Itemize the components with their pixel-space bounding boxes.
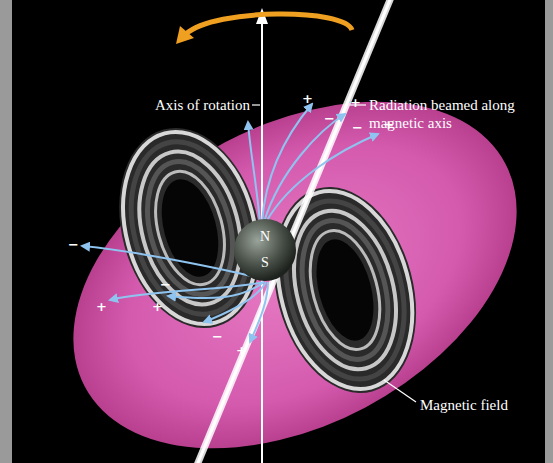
rotation-arrow	[186, 14, 352, 34]
charge-sign: +	[152, 300, 163, 313]
charge-sign: −	[212, 330, 223, 343]
side-bar	[545, 0, 553, 463]
star-sphere	[233, 218, 297, 282]
field-label: Magnetic field	[420, 396, 530, 414]
field-lines	[82, 104, 378, 342]
rotation-arrowhead	[176, 26, 194, 44]
leader-line	[252, 104, 260, 105]
charge-sign: −	[324, 112, 335, 125]
pole-letter: N	[233, 230, 297, 244]
side-bar	[0, 0, 12, 463]
charge-sign: +	[302, 92, 313, 105]
charge-sign: −	[352, 121, 363, 134]
neutron-star: NS	[233, 218, 297, 282]
field-torus	[98, 112, 438, 409]
charge-sign: +	[383, 118, 394, 131]
pole-letter: S	[233, 256, 297, 270]
radiation-beam	[195, 0, 392, 463]
charge-sign: +	[236, 344, 247, 357]
magnetic-field-region	[14, 31, 553, 463]
charge-sign: −	[160, 278, 171, 291]
radiation-beam-core	[195, 0, 392, 463]
charge-sign: −	[68, 238, 79, 251]
charge-sign: +	[350, 96, 361, 109]
charge-sign: +	[96, 300, 107, 313]
axis-label: Axis of rotation	[130, 96, 250, 114]
leader-line	[384, 380, 416, 402]
